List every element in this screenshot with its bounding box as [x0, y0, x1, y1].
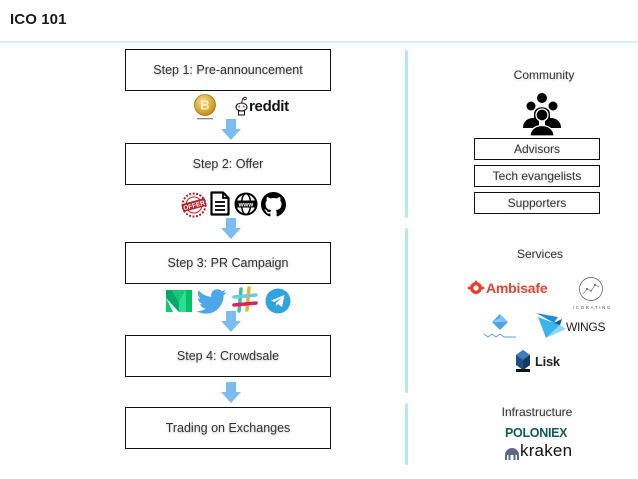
separator-infrastructure	[405, 403, 408, 465]
step-3-box: Step 3: PR Campaign	[125, 242, 331, 284]
ambisafe-logo: Ambisafe	[486, 280, 548, 296]
reddit-wordmark: reddit	[249, 98, 289, 115]
github-icon	[261, 192, 286, 217]
step-5-label: Trading on Exchanges	[165, 421, 291, 435]
community-title: Community	[513, 68, 575, 82]
kraken-logo-icon	[505, 448, 519, 460]
down-arrow-icon	[221, 311, 241, 332]
svg-text:www: www	[238, 201, 254, 208]
people-group-icon	[523, 93, 561, 136]
reddit-icon	[235, 96, 248, 116]
medium-icon	[166, 290, 192, 312]
role-label: Tech evangelists	[492, 169, 582, 183]
offer-stamp-icon: OFFER	[181, 192, 207, 218]
document-icon	[210, 191, 230, 216]
wings-logo: WINGS	[566, 320, 606, 334]
separator-community	[405, 50, 408, 218]
step-4-box: Step 4: Crowdsale	[125, 335, 331, 377]
services-title: Services	[516, 247, 563, 261]
step-4-label: Step 4: Crowdsale	[176, 349, 280, 363]
role-supporters: Supporters	[474, 192, 600, 214]
lisk-logo-icon	[516, 350, 530, 372]
down-arrow-icon	[221, 119, 241, 140]
header-divider	[0, 41, 638, 43]
svg-text:B: B	[200, 98, 209, 113]
icorating-logo-icon	[579, 277, 603, 301]
role-label: Supporters	[507, 196, 567, 210]
down-arrow-icon	[221, 218, 241, 239]
www-globe-icon: www	[234, 192, 258, 216]
step-5-box: Trading on Exchanges	[125, 407, 331, 449]
ambisafe-icon	[467, 280, 485, 294]
poloniex-logo: POLONIEX	[505, 426, 568, 440]
step-2-box: Step 2: Offer	[125, 143, 331, 185]
role-advisors: Advisors	[474, 138, 600, 160]
step-1-box: Step 1: Pre-announcement	[125, 49, 331, 91]
down-arrow-icon	[221, 382, 241, 403]
wings-logo-icon	[536, 313, 566, 338]
role-tech-evangelists: Tech evangelists	[474, 165, 600, 187]
role-label: Advisors	[513, 142, 560, 156]
step-3-label: Step 3: PR Campaign	[167, 256, 289, 270]
svg-text:OFFER: OFFER	[183, 200, 206, 213]
step-2-label: Step 2: Offer	[192, 157, 264, 171]
step-1-label: Step 1: Pre-announcement	[153, 63, 303, 77]
lisk-logo: Lisk	[535, 354, 560, 369]
telegram-icon	[265, 288, 291, 314]
icorating-logo: ICORATING	[573, 305, 613, 310]
bitcoin-forum-icon: B	[194, 94, 216, 120]
page-title: ICO 101	[10, 11, 67, 28]
separator-services	[405, 228, 408, 393]
slack-icon	[232, 286, 258, 313]
infrastructure-title: Infrastructure	[501, 405, 573, 419]
waves-logo-icon	[483, 314, 516, 338]
twitter-icon	[197, 289, 227, 314]
kraken-logo: kraken	[520, 441, 573, 460]
